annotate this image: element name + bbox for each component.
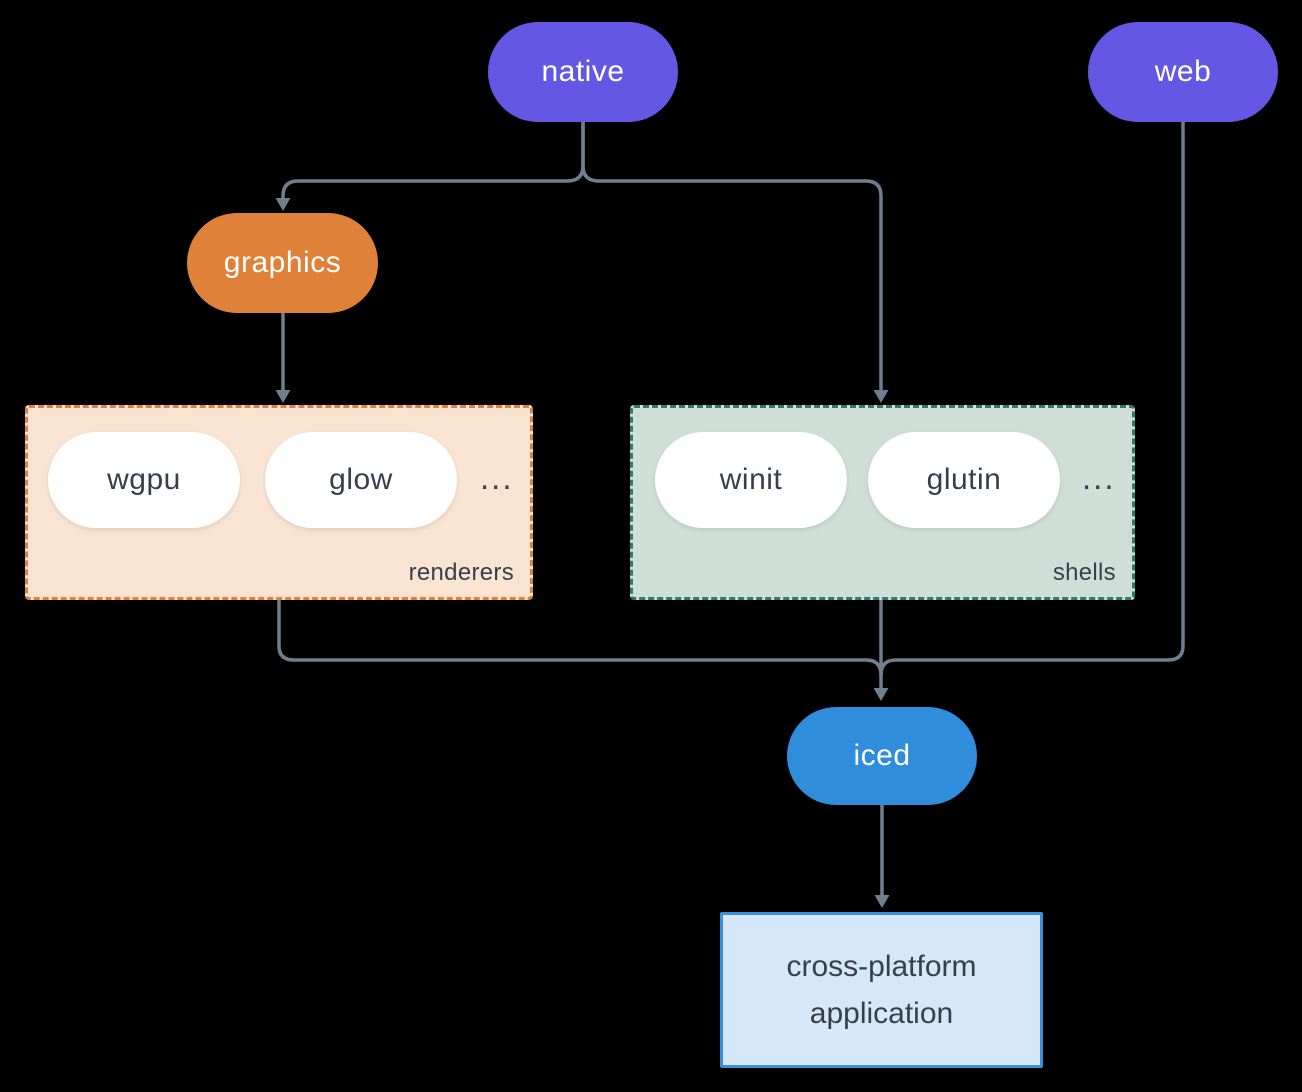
- shells-ellipsis: ...: [1082, 459, 1116, 496]
- connector-renderers-to-merge: [277, 600, 883, 676]
- node-graphics: graphics: [187, 213, 378, 313]
- group-renderers-label: renderers: [408, 559, 514, 586]
- arrowhead-into-application: [874, 895, 890, 908]
- arrowhead-into-shells: [873, 390, 889, 403]
- node-native: native: [488, 22, 678, 122]
- connector-native-to-graphics: [281, 122, 585, 198]
- group-shells: winit glutin ... shells: [630, 405, 1135, 600]
- pill-wgpu: wgpu: [48, 432, 240, 528]
- pill-glutin: glutin: [868, 432, 1060, 528]
- pill-glow: glow: [265, 432, 457, 528]
- application-label-line1: cross-platform: [786, 950, 977, 983]
- node-cross-platform-application: cross-platform application: [720, 912, 1043, 1068]
- arrowhead-into-graphics: [275, 198, 291, 211]
- connector-native-to-shells: [581, 122, 883, 390]
- group-renderers: wgpu glow ... renderers: [25, 405, 533, 600]
- pill-winit: winit: [655, 432, 847, 528]
- group-shells-label: shells: [1052, 559, 1116, 586]
- renderers-ellipsis: ...: [480, 459, 514, 496]
- application-label-line2: application: [809, 997, 954, 1030]
- node-iced: iced: [787, 707, 977, 805]
- node-web: web: [1088, 22, 1278, 122]
- arrowhead-into-iced: [873, 688, 889, 701]
- arrowhead-into-renderers: [275, 390, 291, 403]
